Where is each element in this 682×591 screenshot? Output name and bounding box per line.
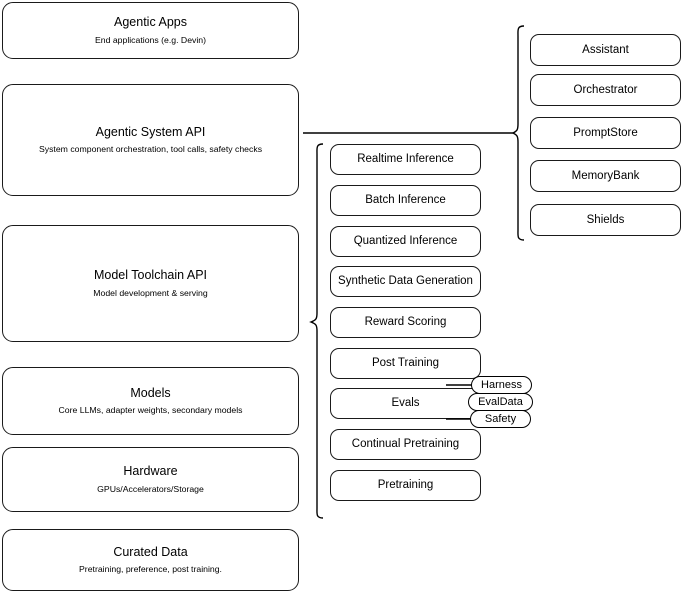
toolchain-item-post-training[interactable]: Post Training — [330, 348, 481, 379]
system-component-assistant[interactable]: Assistant — [530, 34, 681, 66]
system-component-label: MemoryBank — [571, 169, 640, 182]
system-component-memorybank[interactable]: MemoryBank — [530, 160, 681, 192]
system-component-label: Shields — [586, 213, 625, 226]
layer-subtitle: System component orchestration, tool cal… — [38, 144, 263, 155]
layer-title: Agentic Apps — [114, 15, 187, 30]
layer-subtitle: GPUs/Accelerators/Storage — [97, 483, 204, 494]
layer-title: Hardware — [123, 464, 178, 479]
evals-subitem-label: Harness — [481, 378, 522, 391]
evals-subitem-label: Safety — [484, 412, 517, 425]
system-component-promptstore[interactable]: PromptStore — [530, 117, 681, 149]
toolchain-item-label: Post Training — [371, 357, 440, 370]
toolchain-item-label: Batch Inference — [365, 194, 446, 207]
toolchain-item-label: Reward Scoring — [364, 316, 447, 329]
brace-system-components — [511, 25, 525, 241]
toolchain-item-label: Continual Pretraining — [351, 438, 460, 451]
layer-title: Agentic System API — [95, 124, 206, 139]
evals-subitem-label: EvalData — [478, 395, 523, 408]
toolchain-item-quantized-inference[interactable]: Quantized Inference — [330, 226, 481, 257]
layer-agentic-apps[interactable]: Agentic Apps End applications (e.g. Devi… — [2, 2, 299, 59]
layer-models[interactable]: Models Core LLMs, adapter weights, secon… — [2, 367, 299, 435]
layer-title: Curated Data — [113, 544, 188, 559]
toolchain-item-continual-pretraining[interactable]: Continual Pretraining — [330, 429, 481, 460]
toolchain-item-batch-inference[interactable]: Batch Inference — [330, 185, 481, 216]
layer-title: Model Toolchain API — [93, 268, 208, 283]
toolchain-item-label: Realtime Inference — [357, 153, 454, 166]
layer-model-toolchain-api[interactable]: Model Toolchain API Model development & … — [2, 225, 299, 342]
system-component-label: Orchestrator — [573, 83, 638, 96]
toolchain-item-reward-scoring[interactable]: Reward Scoring — [330, 307, 481, 338]
brace-toolchain-items — [309, 143, 324, 519]
toolchain-item-label: Quantized Inference — [353, 235, 458, 248]
toolchain-item-evals[interactable]: Evals — [330, 388, 481, 419]
layer-agentic-system-api[interactable]: Agentic System API System component orch… — [2, 84, 299, 196]
system-component-label: PromptStore — [573, 126, 638, 139]
toolchain-item-label: Evals — [391, 397, 420, 410]
evals-subitem-harness[interactable]: Harness — [471, 376, 532, 394]
system-component-shields[interactable]: Shields — [530, 204, 681, 236]
toolchain-item-synthetic-data-generation[interactable]: Synthetic Data Generation — [330, 266, 481, 297]
system-component-orchestrator[interactable]: Orchestrator — [530, 74, 681, 106]
evals-subitem-evaldata[interactable]: EvalData — [468, 393, 533, 411]
toolchain-item-pretraining[interactable]: Pretraining — [330, 470, 481, 501]
toolchain-item-label: Synthetic Data Generation — [338, 275, 473, 288]
toolchain-item-label: Pretraining — [377, 479, 434, 492]
system-component-label: Assistant — [582, 43, 629, 56]
layer-title: Models — [130, 385, 171, 400]
layer-hardware[interactable]: Hardware GPUs/Accelerators/Storage — [2, 447, 299, 512]
layer-subtitle: Pretraining, preference, post training. — [79, 564, 222, 575]
evals-subitem-safety[interactable]: Safety — [470, 410, 531, 428]
layer-subtitle: End applications (e.g. Devin) — [94, 34, 207, 45]
toolchain-item-realtime-inference[interactable]: Realtime Inference — [330, 144, 481, 175]
layer-subtitle: Model development & serving — [93, 287, 208, 298]
layer-subtitle: Core LLMs, adapter weights, secondary mo… — [58, 405, 243, 416]
layer-curated-data[interactable]: Curated Data Pretraining, preference, po… — [2, 529, 299, 591]
